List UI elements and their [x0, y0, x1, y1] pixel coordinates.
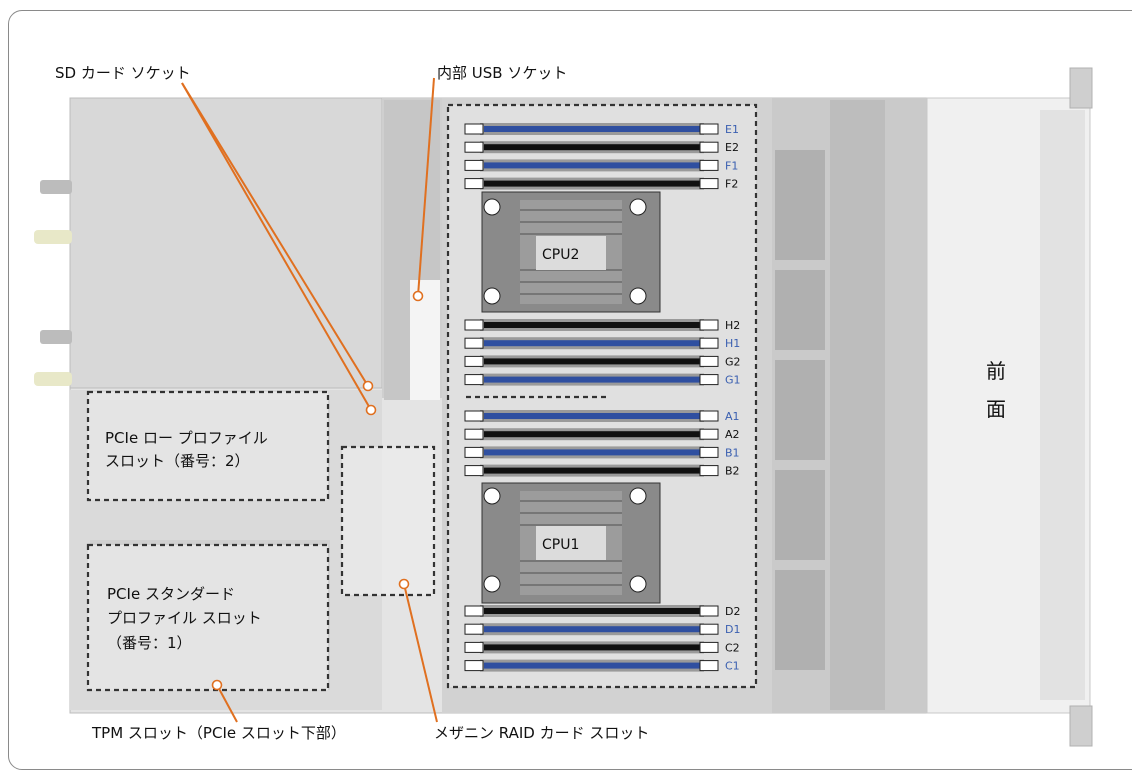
dimm-slot-label: G1 [725, 374, 741, 387]
usb-socket-label: 内部 USB ソケット [437, 64, 567, 82]
cpu2-heatsink [481, 191, 661, 313]
dimm-slot-e2: E2 [464, 141, 739, 154]
tpm-slot-label: TPM スロット（PCIe スロット下部） [91, 724, 346, 742]
dimm-slot-d1: D1 [464, 623, 740, 636]
callout-points [211, 290, 424, 691]
front-label-line2: 面 [986, 397, 1006, 421]
cpu2-label: CPU2 [542, 247, 579, 263]
dimm-slot-a1: A1 [464, 410, 740, 423]
dimm-slot-label: D1 [725, 623, 740, 636]
dimm-slot-b2: B2 [464, 464, 740, 478]
dimm-slot-label: B2 [725, 465, 740, 478]
dimm-slot-label: F1 [725, 159, 738, 172]
dimm-slot-label: G2 [725, 355, 741, 368]
dimm-slot-e1: E1 [464, 123, 739, 136]
dimm-slot-label: A2 [725, 428, 740, 441]
dimm-slot-b1: B1 [464, 446, 740, 459]
dimm-slot-label: A1 [725, 410, 740, 423]
dimm-slot-f2: F2 [464, 177, 738, 191]
dimm-slot-a2: A2 [464, 428, 740, 441]
dimm-slot-g2: G2 [464, 355, 741, 368]
dimm-slot-d2: D2 [464, 605, 740, 618]
front-label-line1: 前 [986, 359, 1006, 383]
callout-lines [181, 77, 438, 723]
dimm-slot-c2: C2 [464, 641, 740, 654]
cpu1-label: CPU1 [542, 537, 579, 553]
dimm-slot-label: E2 [725, 141, 739, 154]
dimm-slot-h1: H1 [464, 337, 740, 350]
dimm-slot-label: E1 [725, 123, 739, 136]
pcie-low-profile-label-line2: スロット（番号：2） [105, 452, 250, 470]
dimm-slot-h2: H2 [464, 319, 740, 332]
sd-socket-label: SD カード ソケット [55, 64, 191, 82]
mezzanine-raid-label: メザニン RAID カード スロット [434, 724, 649, 742]
pcie-standard-label-line1: PCIe スタンダード [107, 585, 235, 603]
dimm-slot-f1: F1 [464, 159, 738, 172]
dimm-slot-label: C1 [725, 660, 740, 673]
pcie-low-profile-label-line1: PCIe ロー プロファイル [105, 429, 268, 447]
dimm-slot-label: F2 [725, 178, 738, 191]
dimm-slot-g1: G1 [464, 373, 741, 387]
cpu1-heatsink [481, 482, 661, 604]
pcie-standard-label-line2: プロファイル スロット [107, 609, 262, 627]
dimm-slot-c1: C1 [464, 659, 740, 673]
dimm-slot-label: H1 [725, 337, 740, 350]
dimm-slot-label: B1 [725, 446, 740, 459]
pcie-standard-label-line3: （番号：1） [107, 634, 192, 652]
dimm-slot-label: C2 [725, 641, 740, 654]
dimm-slot-label: H2 [725, 319, 740, 332]
dimm-slot-label: D2 [725, 605, 740, 618]
